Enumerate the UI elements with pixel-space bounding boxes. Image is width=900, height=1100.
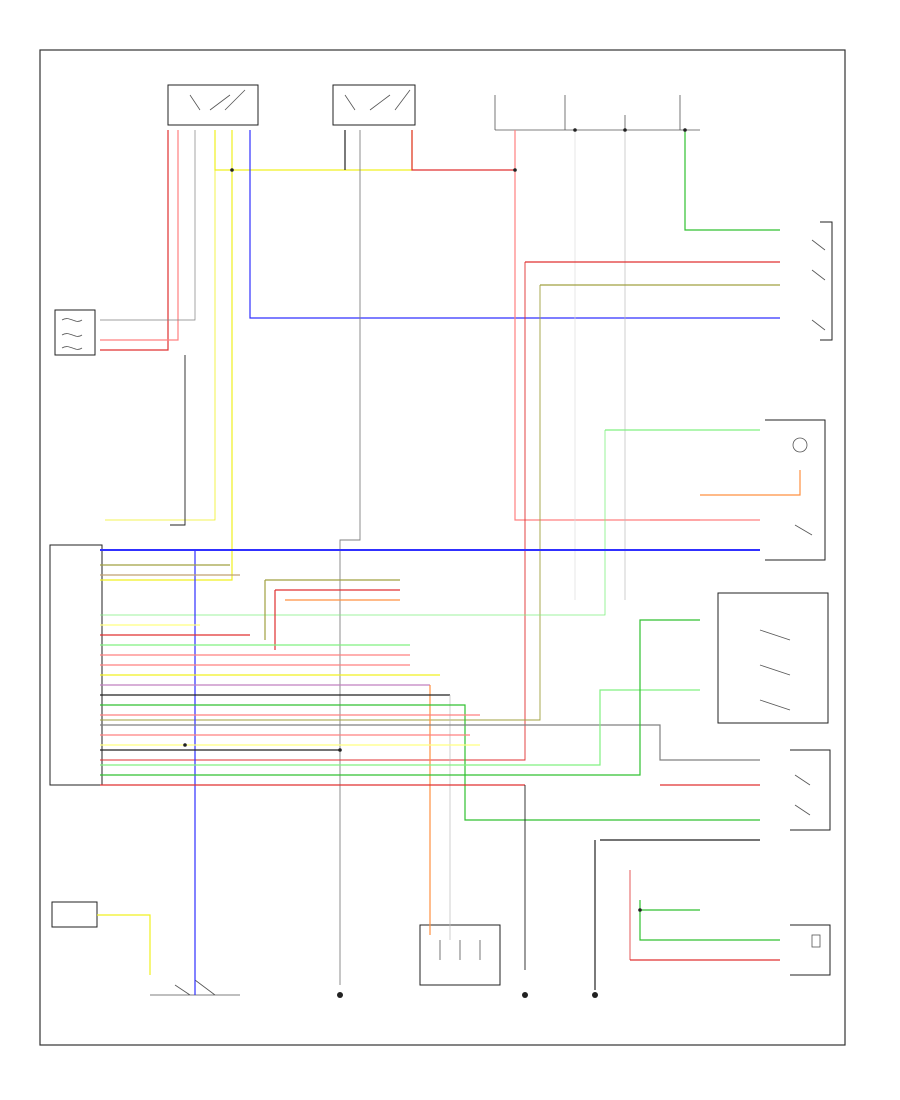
cruise-control-switch — [717, 592, 829, 724]
fuse-block — [494, 95, 700, 131]
top-switch-middle — [332, 84, 416, 126]
brake-switch-lower — [790, 924, 831, 976]
left-connector — [54, 309, 96, 356]
brake-switch-upper — [790, 749, 831, 831]
cruise-main-switch — [419, 924, 501, 986]
cruise-actuator — [51, 901, 98, 928]
indicator-lamp — [765, 419, 826, 561]
top-switch-left — [167, 84, 259, 126]
wires — [97, 130, 801, 995]
diagram-border — [39, 49, 846, 1046]
ground-symbols — [337, 992, 598, 998]
splice-dots — [183, 128, 687, 912]
right-switch-top — [811, 221, 833, 341]
control-module — [49, 544, 103, 786]
